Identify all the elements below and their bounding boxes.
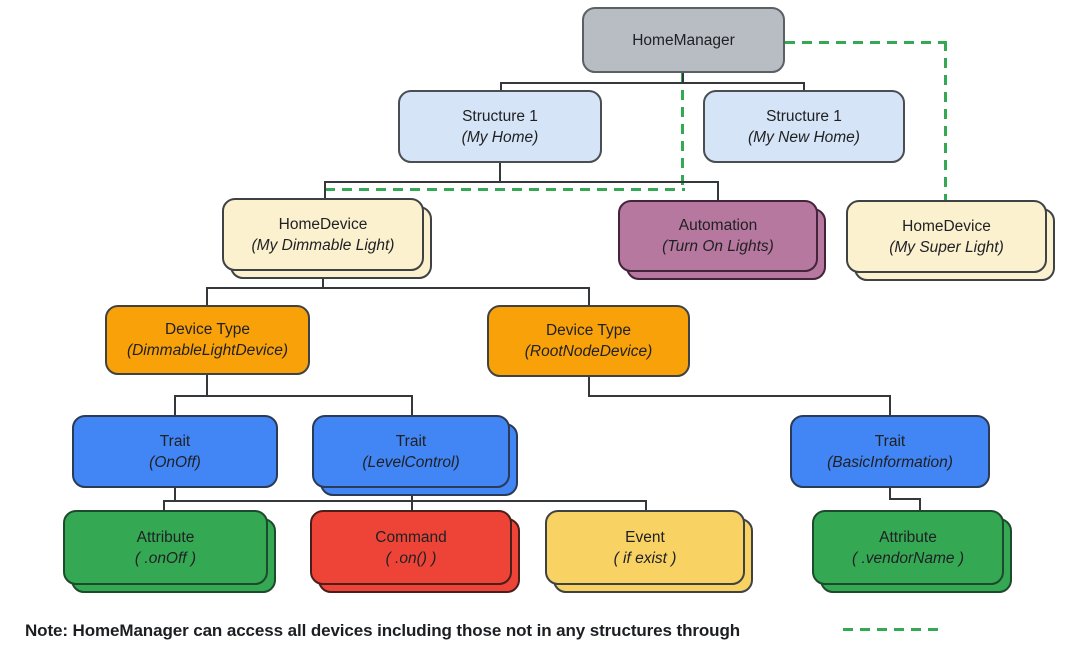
connector-devicetype1-stub bbox=[206, 287, 208, 308]
node-title: Attribute bbox=[879, 528, 937, 546]
node-event-ifexist: Event ( if exist ) bbox=[545, 510, 753, 593]
node-title: Automation bbox=[678, 217, 758, 234]
connector-vendorname-jog bbox=[889, 498, 921, 500]
node-subtitle: (DimmableLightDevice) bbox=[126, 342, 289, 359]
connector-basicinfo-rail bbox=[588, 395, 891, 397]
connector-leaf-rail bbox=[163, 500, 647, 502]
node-subtitle: ( if exist ) bbox=[613, 549, 677, 567]
node-subtitle: ( .onOff ) bbox=[134, 549, 197, 567]
connector-trait-levelcontrol-stub bbox=[411, 395, 413, 417]
node-trait-levelcontrol: Trait (LevelControl) bbox=[312, 415, 518, 496]
connector-devicetype1-bottom-stub bbox=[206, 373, 208, 397]
connector-command-stub bbox=[411, 500, 413, 512]
node-home-device-dimmable: HomeDevice (My Dimmable Light) bbox=[222, 198, 432, 279]
note-text: Note: HomeManager can access all devices… bbox=[25, 621, 741, 640]
node-title: Structure 1 bbox=[766, 107, 842, 125]
node-subtitle: (My New Home) bbox=[748, 128, 860, 146]
node-attribute-vendorname: Attribute ( .vendorName ) bbox=[812, 510, 1012, 593]
connector-attribute-onoff-stub bbox=[163, 500, 165, 512]
node-structure-my-new-home: Structure 1 (My New Home) bbox=[703, 90, 905, 163]
node-device-type-rootnode: Device Type (RootNodeDevice) bbox=[487, 305, 690, 377]
connector-structure2-stub bbox=[803, 82, 805, 93]
node-subtitle: (My Dimmable Light) bbox=[251, 236, 395, 254]
node-title: Trait bbox=[874, 432, 906, 450]
connector-myhome-rail bbox=[324, 181, 719, 183]
node-title: Attribute bbox=[136, 528, 195, 546]
connector-vendorname-stub bbox=[919, 498, 921, 512]
connector-trait-basicinfo-stub bbox=[889, 395, 891, 417]
dashed-link-homemanager-dimmable-horizontal bbox=[325, 188, 685, 191]
node-attribute-onoff: Attribute ( .onOff ) bbox=[63, 510, 276, 593]
node-structure-my-home: Structure 1 (My Home) bbox=[398, 90, 602, 163]
node-title: Device Type bbox=[164, 321, 250, 338]
connector-event-stub bbox=[645, 500, 647, 512]
connector-structures-rail bbox=[500, 82, 805, 84]
connector-devicetypes-rail bbox=[206, 287, 590, 289]
node-title: Trait bbox=[395, 432, 427, 450]
node-subtitle: (OnOff) bbox=[149, 453, 201, 471]
connector-automation-stub bbox=[717, 181, 719, 203]
node-subtitle: (My Home) bbox=[461, 128, 539, 146]
connector-onoff-bottom-stub bbox=[174, 486, 176, 501]
dashed-link-homemanager-dimmable-vertical bbox=[681, 73, 684, 190]
node-subtitle: (My Super Light) bbox=[889, 238, 1004, 256]
node-command-on: Command ( .on() ) bbox=[310, 510, 520, 593]
node-title: HomeDevice bbox=[902, 217, 991, 235]
node-home-manager: HomeManager bbox=[582, 7, 785, 73]
legend-dash-sample bbox=[843, 628, 940, 631]
connector-basicinfo-bottom-stub bbox=[889, 486, 891, 500]
node-title: Trait bbox=[159, 432, 191, 450]
connector-homemanager-stub bbox=[682, 71, 684, 83]
connector-trait-onoff-stub bbox=[174, 395, 176, 417]
connector-myhome-stub bbox=[499, 161, 501, 181]
connector-traits-rail bbox=[174, 395, 413, 397]
connector-structure1-stub bbox=[500, 82, 502, 93]
node-subtitle: (RootNodeDevice) bbox=[524, 343, 653, 360]
node-automation: Automation (Turn On Lights) bbox=[618, 200, 826, 280]
node-title: Device Type bbox=[545, 322, 631, 339]
node-title: HomeDevice bbox=[278, 215, 368, 233]
node-subtitle: ( .on() ) bbox=[385, 549, 437, 567]
node-title: Command bbox=[375, 528, 447, 546]
node-subtitle: ( .vendorName ) bbox=[852, 549, 964, 567]
node-device-type-dimmable: Device Type (DimmableLightDevice) bbox=[105, 305, 310, 375]
connector-devicetype2-stub bbox=[588, 287, 590, 308]
node-trait-onoff: Trait (OnOff) bbox=[72, 415, 278, 488]
node-trait-basicinfo: Trait (BasicInformation) bbox=[790, 415, 990, 488]
connector-devicetype2-bottom-stub bbox=[588, 375, 590, 397]
dashed-link-homemanager-super-horizontal bbox=[785, 41, 947, 44]
node-subtitle: (LevelControl) bbox=[362, 453, 460, 471]
node-title: HomeManager bbox=[632, 31, 735, 49]
connector-dimmable-stub bbox=[324, 181, 326, 201]
node-subtitle: (BasicInformation) bbox=[827, 453, 953, 471]
dashed-link-homemanager-super-vertical bbox=[944, 41, 947, 202]
node-title: Structure 1 bbox=[462, 107, 538, 125]
node-subtitle: (Turn On Lights) bbox=[662, 238, 774, 255]
node-home-device-super: HomeDevice (My Super Light) bbox=[846, 200, 1055, 281]
node-title: Event bbox=[625, 528, 665, 546]
